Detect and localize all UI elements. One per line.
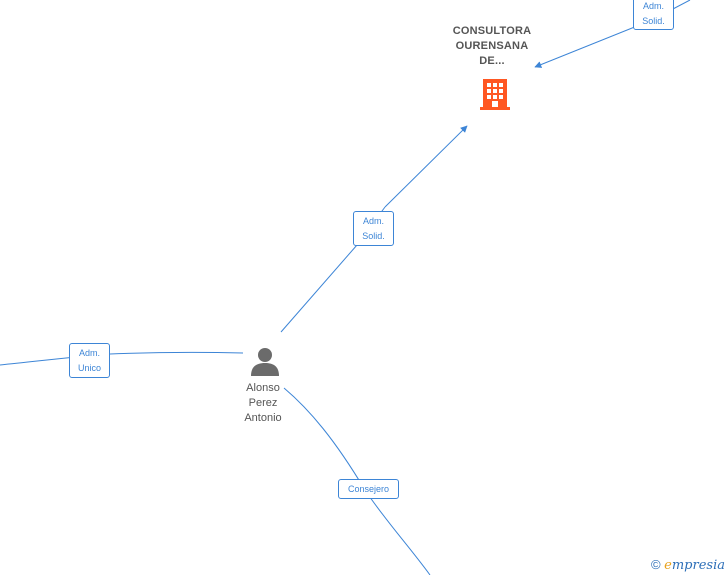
edge-label-left[interactable]: Adm. Unico (69, 343, 110, 378)
edge-label-top-right-line2: Solid. (642, 16, 665, 26)
person-node-label[interactable]: Alonso Perez Antonio (222, 381, 304, 426)
edge-label-top-right[interactable]: Adm. Solid. (633, 0, 674, 30)
edge-label-person-company-line2: Solid. (362, 231, 385, 241)
edge-label-left-line2: Unico (77, 363, 101, 373)
person-icon[interactable] (250, 346, 280, 376)
company-name-line3: DE... (479, 55, 505, 67)
empresia-watermark: © empresia (651, 557, 725, 573)
company-name-line2: OURENSANA (455, 40, 529, 52)
edge-label-bottom[interactable]: Consejero (338, 479, 399, 499)
edge-label-left-line1: Adm. (78, 348, 100, 358)
copyright-symbol: © (650, 557, 661, 572)
company-node-label[interactable]: CONSULTORA OURENSANA DE... (436, 24, 548, 69)
edge-left-to-person (0, 351, 244, 366)
edge-person-to-company (280, 126, 467, 333)
person-name-line3: Antonio (244, 412, 282, 424)
company-name-line1: CONSULTORA (452, 25, 532, 37)
edge-label-person-company-line1: Adm. (362, 216, 384, 226)
edge-label-person-company[interactable]: Adm. Solid. (353, 211, 394, 246)
building-icon[interactable] (479, 77, 511, 111)
edge-label-bottom-line1: Consejero (347, 484, 390, 494)
edge-label-top-right-line1: Adm. (642, 1, 664, 11)
person-name-line1: Alonso (246, 382, 280, 394)
brand-logo-text: mpresia (671, 558, 725, 573)
brand-logo-e: e (664, 558, 672, 573)
person-name-line2: Perez (248, 397, 278, 409)
